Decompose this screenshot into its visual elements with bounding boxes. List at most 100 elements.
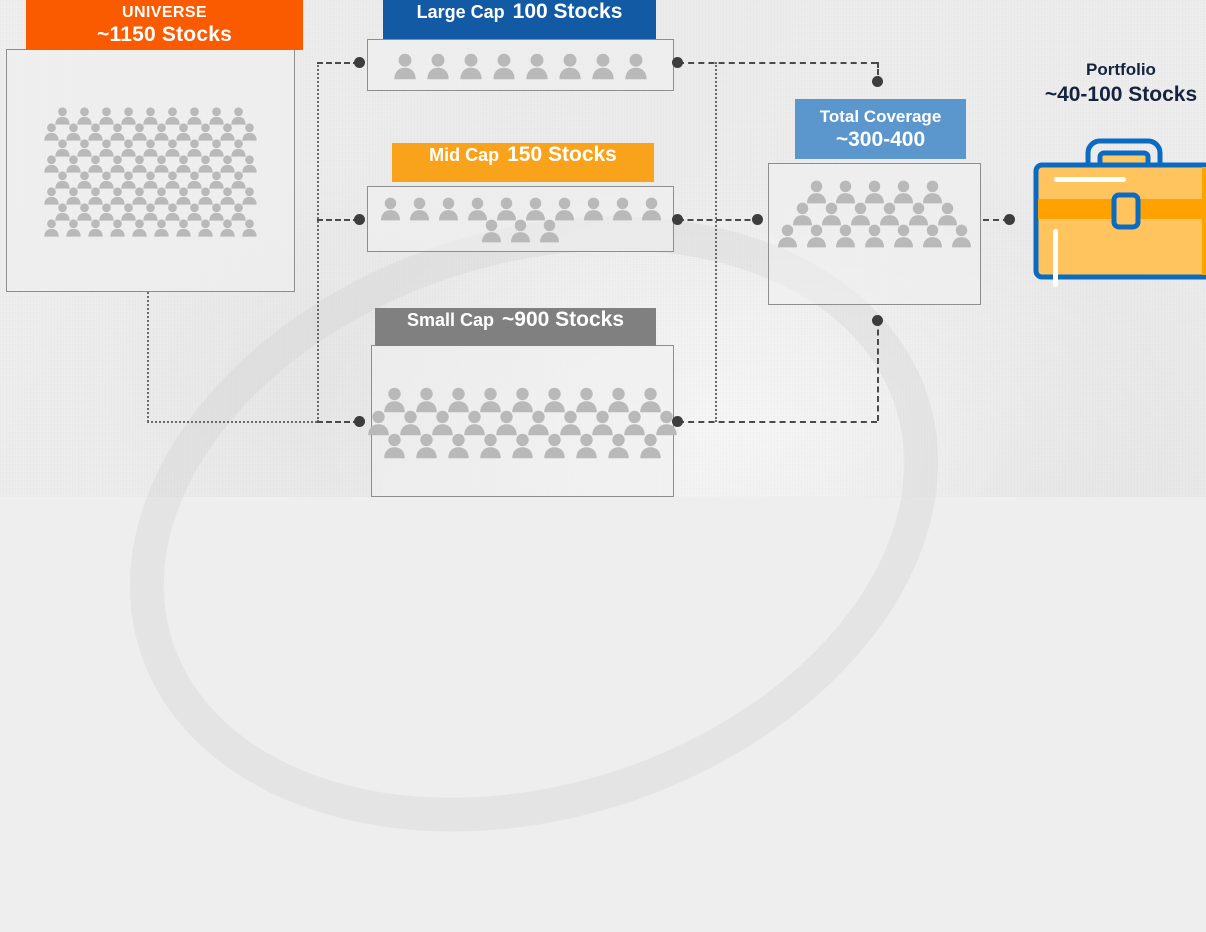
person-icon [207,138,226,157]
person-icon [53,170,72,189]
person-icon [86,122,105,141]
briefcase-icon [1026,129,1206,289]
person-icon [556,53,584,80]
person-icon [174,186,193,205]
node-dot-coverage-left [752,214,763,225]
person-icon [605,387,632,413]
person-icon [42,186,61,205]
universe-header: UNIVERSE ~1150 Stocks [26,0,303,50]
person-icon [920,224,945,248]
large-cap-panel [367,39,674,91]
person-icon [605,433,632,459]
total-coverage-count: ~300-400 [835,127,926,151]
universe-count: ~1150 Stocks [97,22,232,46]
person-icon [163,106,182,125]
connector-midcap-right [678,219,760,221]
people-row [804,180,945,204]
person-icon [804,224,829,248]
connector-universe-down [147,292,149,422]
person-icon [891,224,916,248]
person-icon [790,202,815,226]
person-icon [848,202,873,226]
connector-coverage-to-portfolio [983,219,1009,221]
people-row [42,218,259,237]
person-icon [862,224,887,248]
connector-smallcap-up [877,320,879,421]
person-icon [381,387,408,413]
large-cap-name: Large Cap [416,2,505,22]
person-icon [185,106,204,125]
person-icon [819,202,844,226]
person-icon [207,106,226,125]
total-coverage-title: Total Coverage [819,106,942,126]
person-icon [207,202,226,221]
person-icon [218,122,237,141]
people-row [775,224,974,248]
person-icon [407,197,432,221]
person-icon [42,122,61,141]
person-icon [589,410,616,436]
person-icon [523,197,548,221]
connector-smallcap-right [678,421,877,423]
person-icon [494,197,519,221]
person-icon [413,387,440,413]
person-icon [75,202,94,221]
node-dot-smallcap-in [354,416,365,427]
person-icon [949,224,974,248]
universe-people-grid [7,50,294,291]
person-icon [573,433,600,459]
person-icon [477,387,504,413]
portfolio-label: Portfolio ~40-100 Stocks [1016,60,1206,108]
person-icon [75,170,94,189]
people-row [42,122,259,141]
person-icon [64,218,83,237]
person-icon [862,180,887,204]
universe-title: UNIVERSE [122,3,207,21]
person-icon [174,154,193,173]
person-icon [541,433,568,459]
person-icon [218,186,237,205]
person-icon [935,202,960,226]
person-icon [378,197,403,221]
person-icon [525,410,552,436]
people-row [378,197,664,221]
person-icon [130,186,149,205]
person-icon [141,106,160,125]
person-icon [461,410,488,436]
node-dot-midcap-out [672,214,683,225]
person-icon [509,387,536,413]
node-dot-coverage-bottom [872,315,883,326]
node-dot-largecap-out [672,57,683,68]
person-icon [130,154,149,173]
person-icon [833,180,858,204]
person-icon [229,170,248,189]
person-icon [541,387,568,413]
person-icon [97,106,116,125]
small-cap-panel [368,345,677,497]
person-icon [108,186,127,205]
large-cap-people-grid [368,40,673,90]
person-icon [174,122,193,141]
portfolio-count: ~40-100 Stocks [1044,83,1198,107]
person-icon [622,53,650,80]
people-row [790,202,960,226]
person-icon [891,180,916,204]
person-icon [141,202,160,221]
people-row [381,387,664,413]
person-icon [196,122,215,141]
person-icon [108,154,127,173]
people-row [53,202,248,221]
person-icon [610,197,635,221]
portfolio-title: Portfolio [1086,60,1156,79]
person-icon [637,433,664,459]
person-icon [207,170,226,189]
person-icon [413,433,440,459]
node-dot-portfolio-in [1004,214,1015,225]
person-icon [108,122,127,141]
person-icon [130,122,149,141]
connector-universe-right [147,421,317,423]
person-icon [906,202,931,226]
node-dot-largecap-in [354,57,365,68]
connector-to-smallcap [317,421,359,423]
person-icon [229,106,248,125]
